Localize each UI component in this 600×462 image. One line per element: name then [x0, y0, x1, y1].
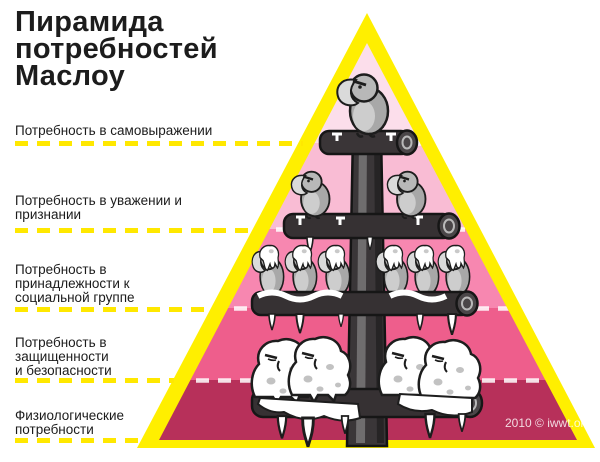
level-label-safety: Потребность в защищенности и безопасност…: [15, 335, 112, 378]
level-label-physiological: Физиологические потребности: [15, 408, 124, 437]
level-label-belonging: Потребность в принадлежности к социально…: [15, 262, 135, 305]
poster-title: Пирамида потребностей Маслоу: [15, 6, 218, 92]
tier2-log: [282, 212, 461, 254]
copyright-watermark: 2010 © iwwt.org: [505, 416, 592, 430]
level-label-self-actualization: Потребность в самовыражении: [15, 123, 213, 138]
level-label-esteem: Потребность в уважении и признании: [15, 193, 182, 222]
tier3-log: [250, 289, 479, 336]
level-divider-3: [15, 307, 213, 312]
tier4-goo-drips: [256, 392, 473, 449]
level-divider-1: [15, 141, 303, 146]
level-divider-2: [15, 228, 253, 233]
level-divider-4: [15, 378, 174, 383]
level-divider-5: [15, 438, 138, 443]
